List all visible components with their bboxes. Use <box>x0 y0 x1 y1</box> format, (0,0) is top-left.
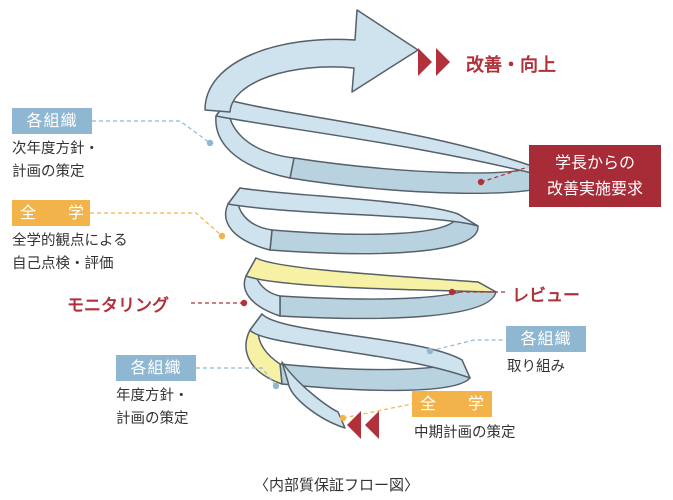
president-request-box: 学長からの 改善実施要求 <box>529 145 661 207</box>
stage-note-line: 計画の策定 <box>116 411 189 427</box>
stage-note-line: 取り組み <box>507 359 565 375</box>
spiral-band <box>227 187 479 227</box>
stage-note-line: 計画の策定 <box>12 164 85 180</box>
spiral-band-highlight <box>245 257 497 293</box>
connector-dot <box>339 414 347 422</box>
president-request-line: 改善実施要求 <box>546 179 643 198</box>
goal-label: 改善・向上 <box>466 55 556 76</box>
connector-dot <box>272 382 280 390</box>
chevron-right-icon <box>418 48 432 76</box>
stage-note: 次年度方針・ 計画の策定 <box>12 138 99 184</box>
chevrons-bottom <box>347 411 379 439</box>
stage-badge: 各組織 <box>12 108 92 134</box>
leader-line <box>342 403 413 419</box>
connector-dot <box>426 347 434 355</box>
stage-note: 年度方針・ 計画の策定 <box>116 385 189 431</box>
review-label: レビュー <box>512 286 580 306</box>
chevron-left-icon <box>347 411 361 439</box>
chevron-left-icon <box>365 411 379 439</box>
leader-line <box>429 339 506 352</box>
spiral-front-bands <box>204 9 561 429</box>
stage-note-line: 中期計画の策定 <box>414 425 516 441</box>
spiral-arrow-head <box>204 9 419 113</box>
connector-dot <box>240 299 248 307</box>
monitoring-label: モニタリング <box>67 296 169 316</box>
stage-note: 中期計画の策定 <box>414 422 516 445</box>
stage-note-line: 全学的観点による <box>12 233 128 249</box>
stage-note: 取り組み <box>507 356 565 379</box>
spiral-band <box>249 313 471 379</box>
connector-dots <box>206 139 485 422</box>
stage-note-line: 年度方針・ <box>116 388 189 404</box>
stage-badge: 各組織 <box>506 326 586 352</box>
connector-dot <box>448 288 456 296</box>
leader-line <box>196 367 277 387</box>
leader-line <box>90 212 223 237</box>
diagram-caption: 〈内部質保証フロー図〉 <box>253 476 419 494</box>
stage-badge: 各組織 <box>116 355 196 381</box>
stage-note-line: 自己点検・評価 <box>12 256 114 272</box>
stage-badge: 全 学 <box>12 200 90 226</box>
connector-dot <box>218 232 226 240</box>
spiral-band <box>281 361 346 429</box>
stage-badge: 全 学 <box>412 391 492 417</box>
leader-line <box>480 166 529 183</box>
president-request-line: 学長からの <box>554 153 635 172</box>
leader-line <box>92 120 211 144</box>
connector-dot <box>477 178 485 186</box>
chevron-right-icon <box>436 48 450 76</box>
chevrons-top <box>418 48 450 76</box>
leader-lines <box>90 120 529 419</box>
connector-dot <box>206 139 214 147</box>
stage-note-line: 次年度方針・ <box>12 141 99 157</box>
stage-note: 全学的観点による 自己点検・評価 <box>12 230 128 276</box>
